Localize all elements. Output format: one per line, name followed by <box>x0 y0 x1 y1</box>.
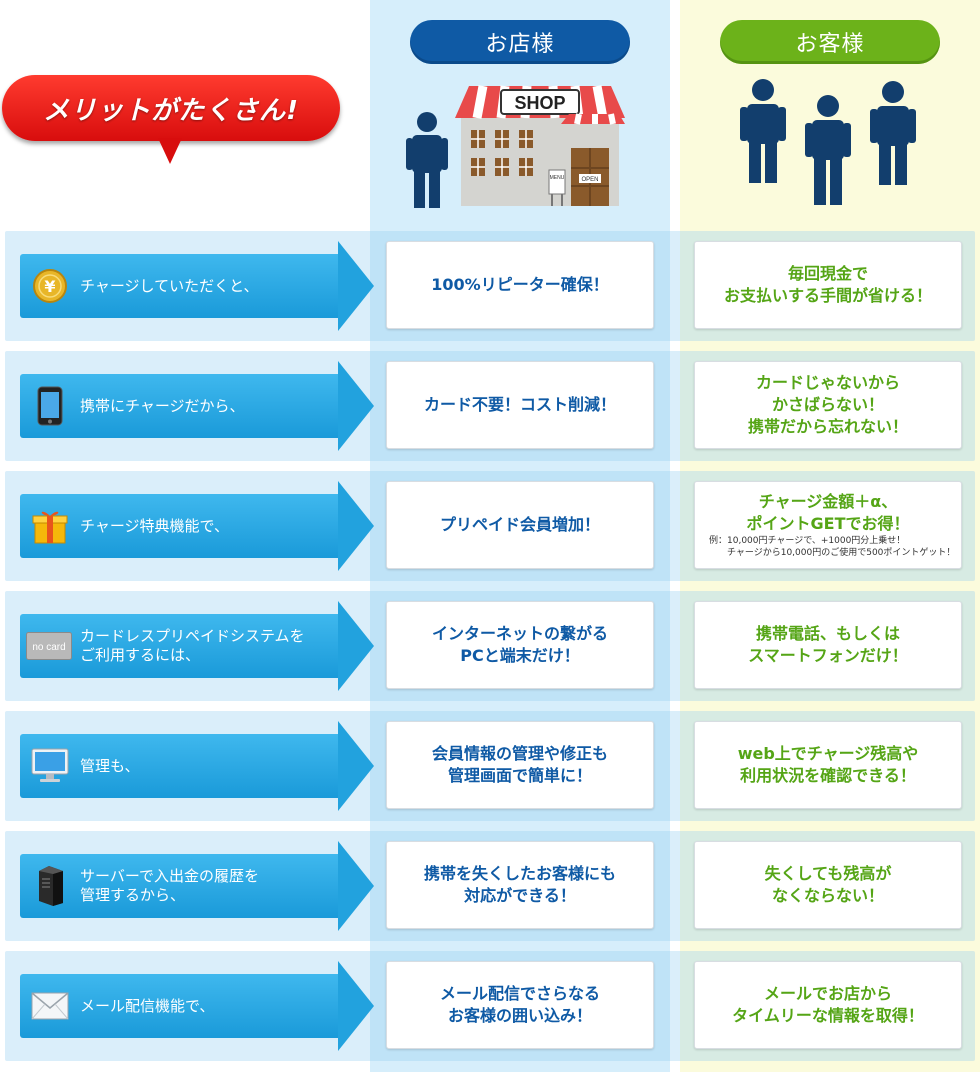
row-lead-arrow: ¥ チャージしていただくと、 <box>20 241 374 331</box>
yen-coin-icon: ¥ <box>30 266 70 306</box>
shop-benefit-card: インターネットの繋がる PCと端末だけ！ <box>386 601 654 689</box>
row-lead-text: サーバーで入出金の履歴を 管理するから、 <box>80 867 259 904</box>
smartphone-icon <box>30 386 70 426</box>
svg-text:¥: ¥ <box>44 277 55 296</box>
row-lead-text: チャージしていただくと、 <box>80 276 259 295</box>
shop-benefit-card: プリペイド会員増加！ <box>386 481 654 569</box>
customer-benefit-text: 携帯電話、もしくは スマートフォンだけ！ <box>748 624 908 665</box>
shop-benefit-card: カード不要！コスト削減！ <box>386 361 654 449</box>
row-lead-text: チャージ特典機能で、 <box>80 516 229 535</box>
shop-benefit-card: 携帯を失くしたお客様にも 対応ができる！ <box>386 841 654 929</box>
menu-sign: MENU <box>550 175 565 181</box>
row-lead-text: メール配信機能で、 <box>80 996 215 1015</box>
shop-benefit-card: 会員情報の管理や修正も 管理画面で簡単に！ <box>386 721 654 809</box>
envelope-icon <box>30 986 70 1026</box>
shop-column-header: お店様 <box>410 20 630 64</box>
customer-benefit-card: チャージ金額＋α、 ポイントGETでお得！ 例：10,000円チャージで、+10… <box>694 481 962 569</box>
row-lead-arrow: サーバーで入出金の履歴を 管理するから、 <box>20 841 374 931</box>
headline-badge: メリットがたくさん! <box>2 75 340 141</box>
shop-benefit-text: 会員情報の管理や修正も 管理画面で簡単に！ <box>431 744 608 785</box>
row-lead-text: カードレスプリペイドシステムを ご利用するには、 <box>80 627 305 664</box>
customer-benefit-text: カードじゃないから かさばらない！ 携帯だから忘れない！ <box>747 373 908 436</box>
headline-text: メリットがたくさん! <box>43 95 299 126</box>
row-lead-text: 携帯にチャージだから、 <box>80 396 245 415</box>
row-lead-arrow: 携帯にチャージだから、 <box>20 361 374 451</box>
door-sign: OPEN <box>581 177 598 183</box>
headline-badge-tail <box>158 138 182 164</box>
shop-benefit-text: カード不要！コスト削減！ <box>423 395 616 414</box>
shop-benefit-text: メール配信でさらなる お客様の囲い込み！ <box>439 984 600 1025</box>
monitor-icon <box>30 746 70 786</box>
customer-benefit-card: 携帯電話、もしくは スマートフォンだけ！ <box>694 601 962 689</box>
row-lead-arrow: メール配信機能で、 <box>20 961 374 1051</box>
server-icon <box>30 866 70 906</box>
shop-benefit-text: プリペイド会員増加！ <box>439 515 600 534</box>
shop-sign: SHOP <box>514 93 565 113</box>
customer-benefit-text: メールでお店から タイムリーな情報を取得！ <box>732 984 924 1025</box>
no-card-icon: no card <box>26 626 72 666</box>
customer-benefit-text: 毎回現金で お支払いする手間が省ける！ <box>723 264 932 305</box>
customer-benefit-text: チャージ金額＋α、 ポイントGETでお得！ <box>746 492 910 533</box>
row-lead-arrow: チャージ特典機能で、 <box>20 481 374 571</box>
row-lead-arrow: 管理も、 <box>20 721 374 811</box>
gift-box-icon <box>30 506 70 546</box>
row-lead-arrow: no card カードレスプリペイドシステムを ご利用するには、 <box>20 601 374 691</box>
shop-building-icon: SHOP OPEN MENU <box>455 85 625 206</box>
customer-benefit-card: カードじゃないから かさばらない！ 携帯だから忘れない！ <box>694 361 962 449</box>
shop-benefit-text: 携帯を失くしたお客様にも 対応ができる！ <box>423 864 616 905</box>
customer-benefit-text: web上でチャージ残高や 利用状況を確認できる！ <box>737 744 919 785</box>
shop-benefit-card: 100%リピーター確保！ <box>386 241 654 329</box>
customer-benefit-card: メールでお店から タイムリーな情報を取得！ <box>694 961 962 1049</box>
customer-benefit-card: 失くしても残高が なくならない！ <box>694 841 962 929</box>
customer-benefit-note: 例：10,000円チャージで、+1000円分上乗せ！ チャージから10,000円… <box>709 536 956 558</box>
shop-benefit-text: インターネットの繋がる PCと端末だけ！ <box>431 624 608 665</box>
customer-column-header: お客様 <box>720 20 940 64</box>
customer-benefit-card: web上でチャージ残高や 利用状況を確認できる！ <box>694 721 962 809</box>
customer-benefit-card: 毎回現金で お支払いする手間が省ける！ <box>694 241 962 329</box>
customers-illustration <box>740 79 916 205</box>
shop-benefit-card: メール配信でさらなる お客様の囲い込み！ <box>386 961 654 1049</box>
shop-benefit-text: 100%リピーター確保！ <box>431 275 609 294</box>
shop-owner-illustration <box>406 112 448 208</box>
customer-benefit-text: 失くしても残高が なくならない！ <box>764 864 892 905</box>
no-card-label: no card <box>32 642 65 653</box>
row-lead-text: 管理も、 <box>80 756 140 775</box>
